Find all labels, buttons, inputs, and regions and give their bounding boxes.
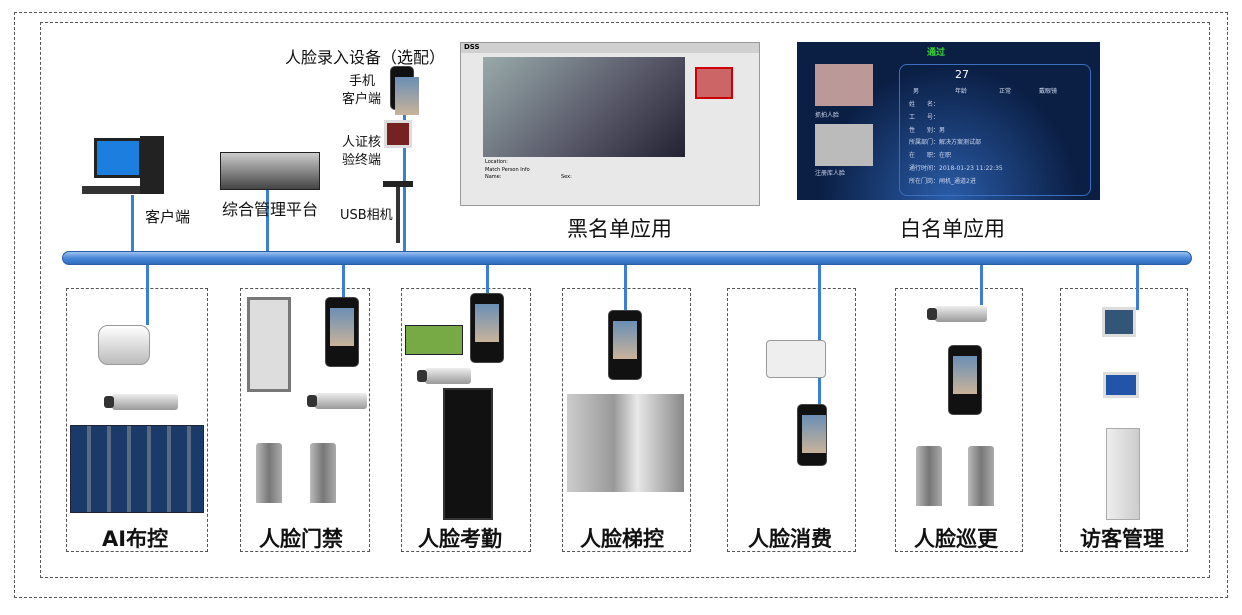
field-value: 男 [939,126,946,134]
field-value: 闸机_通道2进 [939,177,976,185]
info-fields: 姓 名： 工 号： 性 别：男 所属部门：解决方案测试部 在 职：在职 通行时间… [909,99,1003,189]
bullet-camera-icon [104,394,178,410]
name-field: Name: [485,174,502,180]
network-bus [62,251,1192,265]
id-terminal-icon [384,120,412,148]
pass-status: 通过 [927,48,946,58]
client-label: 客户端 [145,208,191,226]
whitelist-screenshot: 通过 抓拍人脸 注册库人脸 男 27 年龄 正常 戴眼镜 姓 名： 工 号： 性… [797,42,1100,200]
captured-face-label: 抓拍人脸 [815,112,840,119]
field-key: 性 别： [909,126,940,134]
ai-monitor-screen-icon [70,425,204,513]
app-name: DSS [461,43,759,53]
field-value: 解决方案测试部 [939,139,982,147]
enroll-title: 人脸录入设备（选配） [285,48,446,67]
subsystem-visitor [1060,288,1188,552]
connector [266,190,269,253]
subsystem-patrol [895,288,1023,552]
server-icon [220,152,320,190]
field-key: 所在门岗： [909,177,940,185]
pos-terminal-icon [766,340,826,378]
match-info: Match Person Info [485,167,530,173]
platform-label: 综合管理平台 [222,200,319,219]
blacklist-label: 黑名单应用 [567,217,672,241]
label-attendance: 人脸考勤 [418,527,502,551]
label-visitor: 访客管理 [1080,527,1164,551]
field-key: 姓 名： [909,101,940,108]
turnstile-icon [256,443,282,503]
turnstile-icon [310,443,336,503]
visitor-desk-terminal-icon [1103,372,1139,398]
camera-icon [927,306,987,322]
usb-camera-icon [383,181,413,187]
face-terminal-icon [948,345,982,415]
ptz-camera-icon [98,325,150,365]
subsystem-access-control [240,288,370,552]
label-elevator: 人脸梯控 [580,527,664,551]
camera-icon [307,393,367,409]
face-terminal-icon [470,293,504,363]
label-access-control: 人脸门禁 [259,527,343,551]
subsystem-consumption [727,288,856,552]
id-terminal-label: 人证核 [342,135,382,150]
connector [146,265,149,325]
visitor-terminal-icon [1102,307,1136,337]
face-terminal-icon [797,404,827,466]
subsystem-ai-control [66,288,208,552]
camera-icon [417,368,471,384]
label-ai-control: AI布控 [102,527,169,551]
blacklist-screenshot: DSS Location: Match Person Info Name: Se… [460,42,760,206]
field-key: 通行时间： [909,164,940,172]
id-terminal-label: 验终端 [342,153,382,168]
connector [980,265,983,305]
face-terminal-icon [325,297,359,367]
field-key: 所属部门： [909,139,940,147]
label-patrol: 人脸巡更 [914,527,998,551]
face-terminal-icon [608,310,642,380]
field-key: 在 职： [909,152,940,160]
age-label: 年龄 [955,88,968,95]
expression-label: 正常 [999,88,1012,95]
usb-camera-label: USB相机 [340,208,393,223]
attendance-kiosk-icon [443,388,493,520]
connector [403,105,406,253]
sex-field: Sex: [561,174,572,180]
turnstile-icon [968,446,994,506]
age-value: 27 [955,68,969,81]
mobile-client-icon [390,66,419,115]
turnstile-icon [916,446,942,506]
inner-border [40,22,1210,578]
field-value: 2018-01-23 11:22:35 [939,164,1003,172]
door-icon [247,297,291,392]
mobile-label: 手机 [349,74,376,89]
field-value: 在职 [939,152,952,160]
connector [131,195,134,253]
glasses-label: 戴眼镜 [1039,88,1058,95]
attendance-screen-icon [405,325,463,355]
connector [486,265,489,295]
location-field: Location: [485,159,508,165]
camera-stand [396,187,400,243]
whitelist-label: 白名单应用 [900,217,1005,241]
connector [624,265,627,310]
outer-border [14,12,1228,598]
connector [342,265,345,300]
visitor-kiosk-icon [1106,428,1140,520]
registered-face-label: 注册库人脸 [815,170,846,177]
subsystem-attendance [401,288,531,552]
label-consumption: 人脸消费 [748,527,832,551]
gender-label: 男 [913,88,920,95]
field-key: 工 号： [909,113,940,121]
connector [818,265,821,405]
elevator-photo [567,394,684,492]
mobile-label: 客户端 [342,92,382,107]
connector [1136,265,1139,310]
